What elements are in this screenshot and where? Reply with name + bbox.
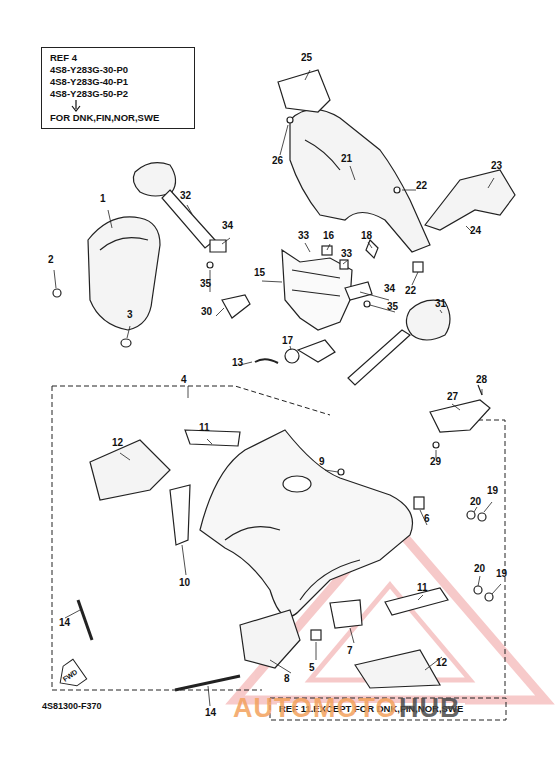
callout-number: 19 <box>496 568 507 579</box>
callout-number: 34 <box>222 220 233 231</box>
callout-number: 12 <box>436 657 447 668</box>
watermark-text: HUB <box>399 694 461 722</box>
reference-line: 4S8-Y283G-30-P0 <box>50 64 186 76</box>
watermark-text: AUTOMOTO <box>233 694 398 722</box>
callout-number: 6 <box>424 513 430 524</box>
callout-number: 19 <box>487 485 498 496</box>
callout-number: 26 <box>272 155 283 166</box>
reference-line: 4S8-Y283G-40-P1 <box>50 76 186 88</box>
callout-number: 9 <box>319 456 325 467</box>
callout-number: 33 <box>298 230 309 241</box>
callout-number: 31 <box>435 298 446 309</box>
callout-number: 8 <box>284 673 290 684</box>
group-outline <box>52 386 506 720</box>
callout-number: 16 <box>323 230 334 241</box>
reference-box: REF 44S8-Y283G-30-P04S8-Y283G-40-P14S8-Y… <box>41 47 195 129</box>
callout-number: 14 <box>205 707 216 718</box>
callout-number: 7 <box>347 645 353 656</box>
callout-number: 1 <box>100 193 106 204</box>
leader-lines <box>54 70 501 706</box>
callout-number: 11 <box>417 582 428 593</box>
callout-number: 33 <box>341 248 352 259</box>
callout-number: 24 <box>470 225 481 236</box>
callout-number: 13 <box>232 357 243 368</box>
callout-number: 17 <box>282 335 293 346</box>
down-arrow <box>70 100 90 112</box>
fwd-arrow <box>53 659 86 692</box>
callout-number: 30 <box>201 306 212 317</box>
callout-number: 18 <box>361 230 372 241</box>
callout-number: 22 <box>416 180 427 191</box>
reference-line: 4S8-Y283G-50-P2 <box>50 88 186 100</box>
callout-number: 10 <box>179 577 190 588</box>
reference-title: REF 4 <box>50 52 186 64</box>
callout-number: 35 <box>387 301 398 312</box>
figure-code: 4S81300-F370 <box>42 701 102 712</box>
callout-number: 32 <box>180 190 191 201</box>
callout-number: 11 <box>199 422 210 433</box>
callout-number: 34 <box>384 283 395 294</box>
callout-number: 20 <box>474 563 485 574</box>
fairing-parts <box>53 70 515 690</box>
callout-number: 28 <box>476 374 487 385</box>
callout-number: 27 <box>447 391 458 402</box>
callout-number: 4 <box>181 374 187 385</box>
callout-number: 29 <box>430 456 441 467</box>
callout-number: 12 <box>112 437 123 448</box>
callout-number: 22 <box>405 285 416 296</box>
callout-number: 25 <box>301 52 312 63</box>
callout-number: 2 <box>48 254 54 265</box>
callout-number: 3 <box>127 309 133 320</box>
callout-number: 5 <box>309 662 315 673</box>
callout-number: 14 <box>59 617 70 628</box>
callout-number: 23 <box>491 160 502 171</box>
callout-number: 20 <box>470 496 481 507</box>
callout-number: 21 <box>341 153 352 164</box>
callout-number: 35 <box>200 278 211 289</box>
reference-line: FOR DNK,FIN,NOR,SWE <box>50 112 186 124</box>
callout-number: 15 <box>254 267 265 278</box>
